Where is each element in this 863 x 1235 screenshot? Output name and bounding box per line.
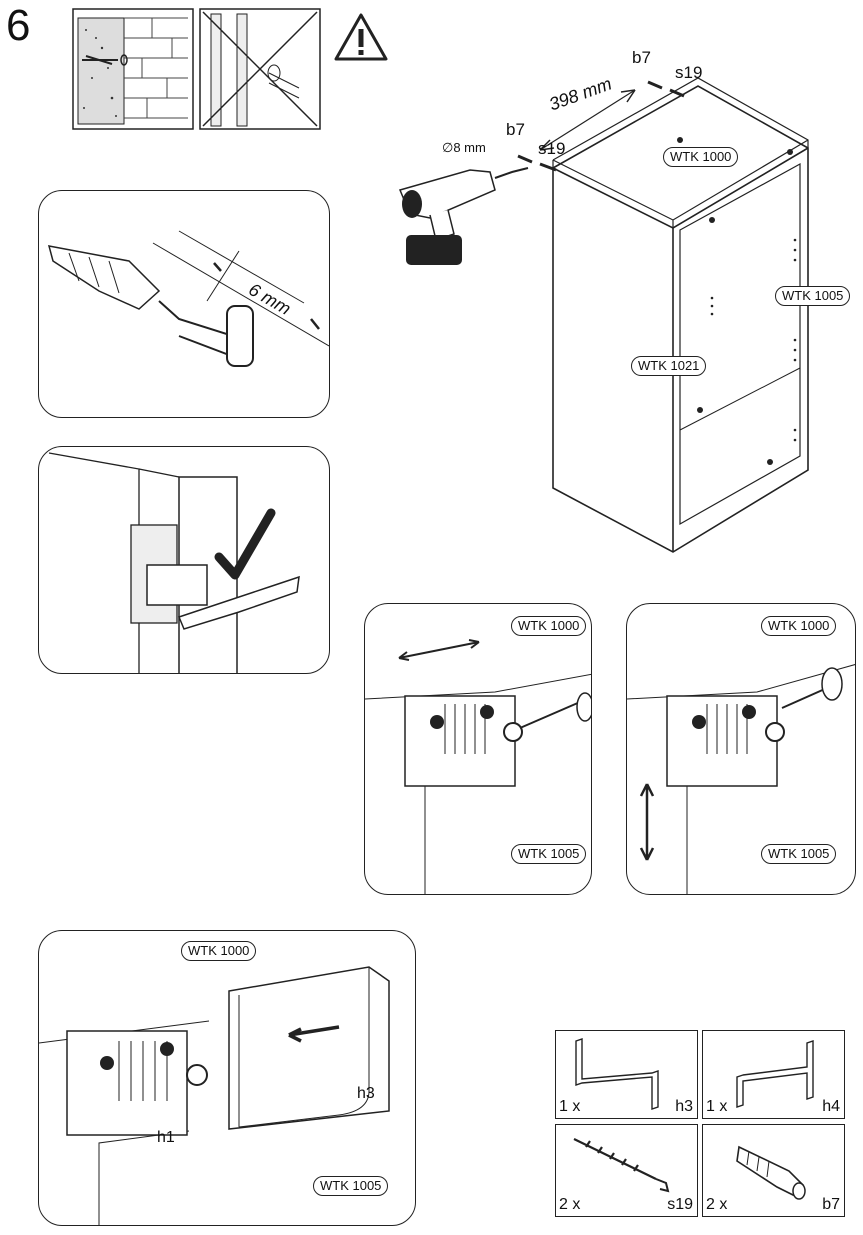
- screw-s19-icon: [573, 1138, 670, 1193]
- part-code: h4: [822, 1098, 840, 1115]
- part-qty: 1 x: [706, 1098, 728, 1115]
- bracket-vertical-illustration: [627, 664, 855, 894]
- wall-plug-b7-icon: [736, 1145, 806, 1200]
- part-cell-h4: 1 x h4: [702, 1030, 845, 1119]
- adjust-horizontal-panel: WTK 1000 WTK 1005: [364, 603, 592, 895]
- part-cell-s19: 2 x s19: [555, 1124, 698, 1217]
- screw-and-plug-illustration: [47, 230, 329, 367]
- part-code: b7: [822, 1196, 840, 1213]
- adjust-left-top-label: WTK 1000: [511, 616, 587, 636]
- left-arrow-icon: [289, 1027, 339, 1041]
- adjust-right-top-label: WTK 1000: [761, 616, 837, 636]
- horizontal-arrow-icon: [399, 642, 479, 658]
- label-wtk1005: WTK 1005: [775, 286, 851, 306]
- part-h1-label: h1: [157, 1129, 175, 1146]
- detail-correct-panel: [38, 446, 330, 674]
- step-number: 6: [6, 1, 31, 50]
- detail-screw-panel: 6 mm: [38, 190, 330, 418]
- part-b7-top: b7: [632, 48, 651, 67]
- drill-bit-label: ∅8 mm: [442, 140, 486, 155]
- cover-bottom-label: WTK 1005: [313, 1176, 389, 1196]
- cover-cap-illustration: [39, 966, 390, 1225]
- cover-top-label: WTK 1000: [181, 941, 257, 961]
- adjust-right-bottom-label: WTK 1005: [761, 844, 837, 864]
- warning-icon: [334, 13, 388, 61]
- part-cell-b7: 2 x b7: [702, 1124, 845, 1217]
- correct-placement-illustration: [48, 452, 300, 673]
- cabinet-illustration: [398, 77, 809, 553]
- bracket-h3-icon: [575, 1038, 659, 1110]
- part-s19-top: s19: [675, 63, 703, 82]
- part-code: s19: [667, 1196, 693, 1213]
- part-cell-h3: 1 x h3: [555, 1030, 698, 1119]
- part-h3-label: h3: [357, 1085, 375, 1102]
- label-wtk1021: WTK 1021: [631, 356, 707, 376]
- bracket-horizontal-illustration: [365, 639, 591, 894]
- part-b7-left: b7: [506, 120, 525, 139]
- cover-detail-panel: WTK 1000 WTK 1005 h1 h3: [38, 930, 416, 1226]
- part-code: h3: [675, 1098, 693, 1115]
- adjust-left-bottom-label: WTK 1005: [511, 844, 587, 864]
- bracket-h4-icon: [736, 1040, 814, 1108]
- part-qty: 2 x: [559, 1196, 581, 1213]
- part-s19-left: s19: [538, 139, 566, 158]
- adjust-vertical-panel: WTK 1000 WTK 1005: [626, 603, 856, 895]
- part-qty: 2 x: [706, 1196, 728, 1213]
- hollow-wall-crossed-icon: [199, 8, 321, 130]
- part-qty: 1 x: [559, 1098, 581, 1115]
- check-icon: [253, 525, 254, 526]
- label-wtk1000: WTK 1000: [663, 147, 739, 167]
- vertical-arrow-icon: [641, 784, 653, 860]
- solid-wall-icon: [72, 8, 194, 130]
